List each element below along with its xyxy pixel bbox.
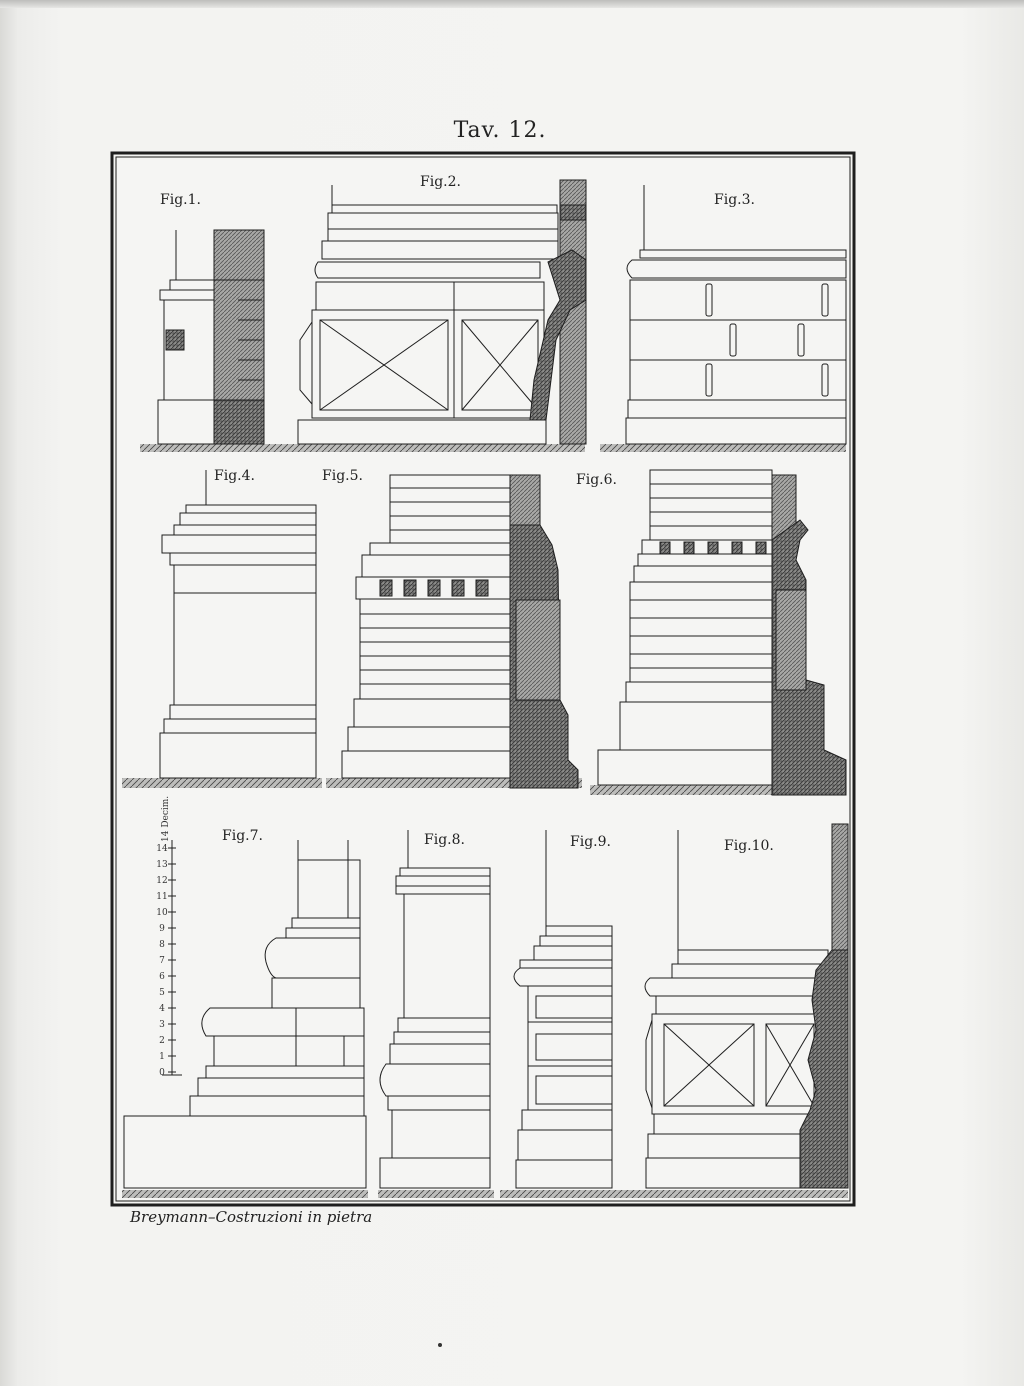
scale-tick-label: 14	[156, 844, 168, 854]
figure-5-drawing	[326, 474, 582, 789]
plate-title: Tav. 12.	[453, 118, 547, 143]
scale-tick-label: 12	[156, 876, 167, 886]
figure-6-label: Fig.6.	[576, 472, 617, 488]
scale-tick-label: 13	[156, 860, 168, 870]
figure-10-label: Fig.10.	[724, 838, 774, 854]
figure-6-drawing	[590, 469, 847, 796]
figure-4-label: Fig.4.	[214, 468, 255, 484]
figure-9-label: Fig.9.	[570, 834, 611, 850]
figure-8-label: Fig.8.	[424, 832, 465, 848]
figure-10-drawing	[618, 823, 849, 1198]
page-top-edge	[0, 0, 1024, 8]
figure-7-label: Fig.7.	[222, 828, 263, 844]
scale-tick-label: 5	[159, 988, 165, 998]
figure-2-label: Fig.2.	[420, 174, 461, 190]
scale-ruler-label: 14 Decim.	[161, 796, 171, 842]
figure-1-drawing	[140, 229, 300, 452]
scale-tick-label: 6	[159, 972, 165, 982]
page-mark	[438, 1343, 442, 1347]
scale-tick-label: 1	[159, 1052, 165, 1062]
scale-ruler	[162, 840, 182, 1076]
scale-tick-label: 9	[159, 924, 165, 934]
figure-2-drawing	[285, 179, 587, 452]
figure-3-label: Fig.3.	[714, 192, 755, 208]
scale-tick-label: 10	[156, 908, 168, 918]
figure-3-drawing	[600, 185, 847, 452]
figure-7-drawing	[122, 840, 368, 1198]
scale-tick-label: 8	[159, 940, 165, 950]
figure-5-label: Fig.5.	[322, 468, 363, 484]
plate-caption: Breymann–Costruzioni in pietra	[130, 1208, 373, 1226]
plate-inner-frame	[115, 156, 851, 1202]
figure-9-drawing	[500, 830, 620, 1198]
scale-tick-label: 11	[156, 892, 167, 902]
scale-tick-label: 7	[159, 956, 165, 966]
figure-8-drawing	[378, 830, 494, 1198]
scale-tick-label: 0	[159, 1068, 165, 1078]
figure-4-drawing	[122, 470, 322, 788]
scale-tick-label: 4	[159, 1004, 165, 1014]
figure-1-label: Fig.1.	[160, 192, 201, 208]
scale-tick-label: 2	[159, 1036, 165, 1046]
scale-tick-label: 3	[159, 1020, 165, 1030]
